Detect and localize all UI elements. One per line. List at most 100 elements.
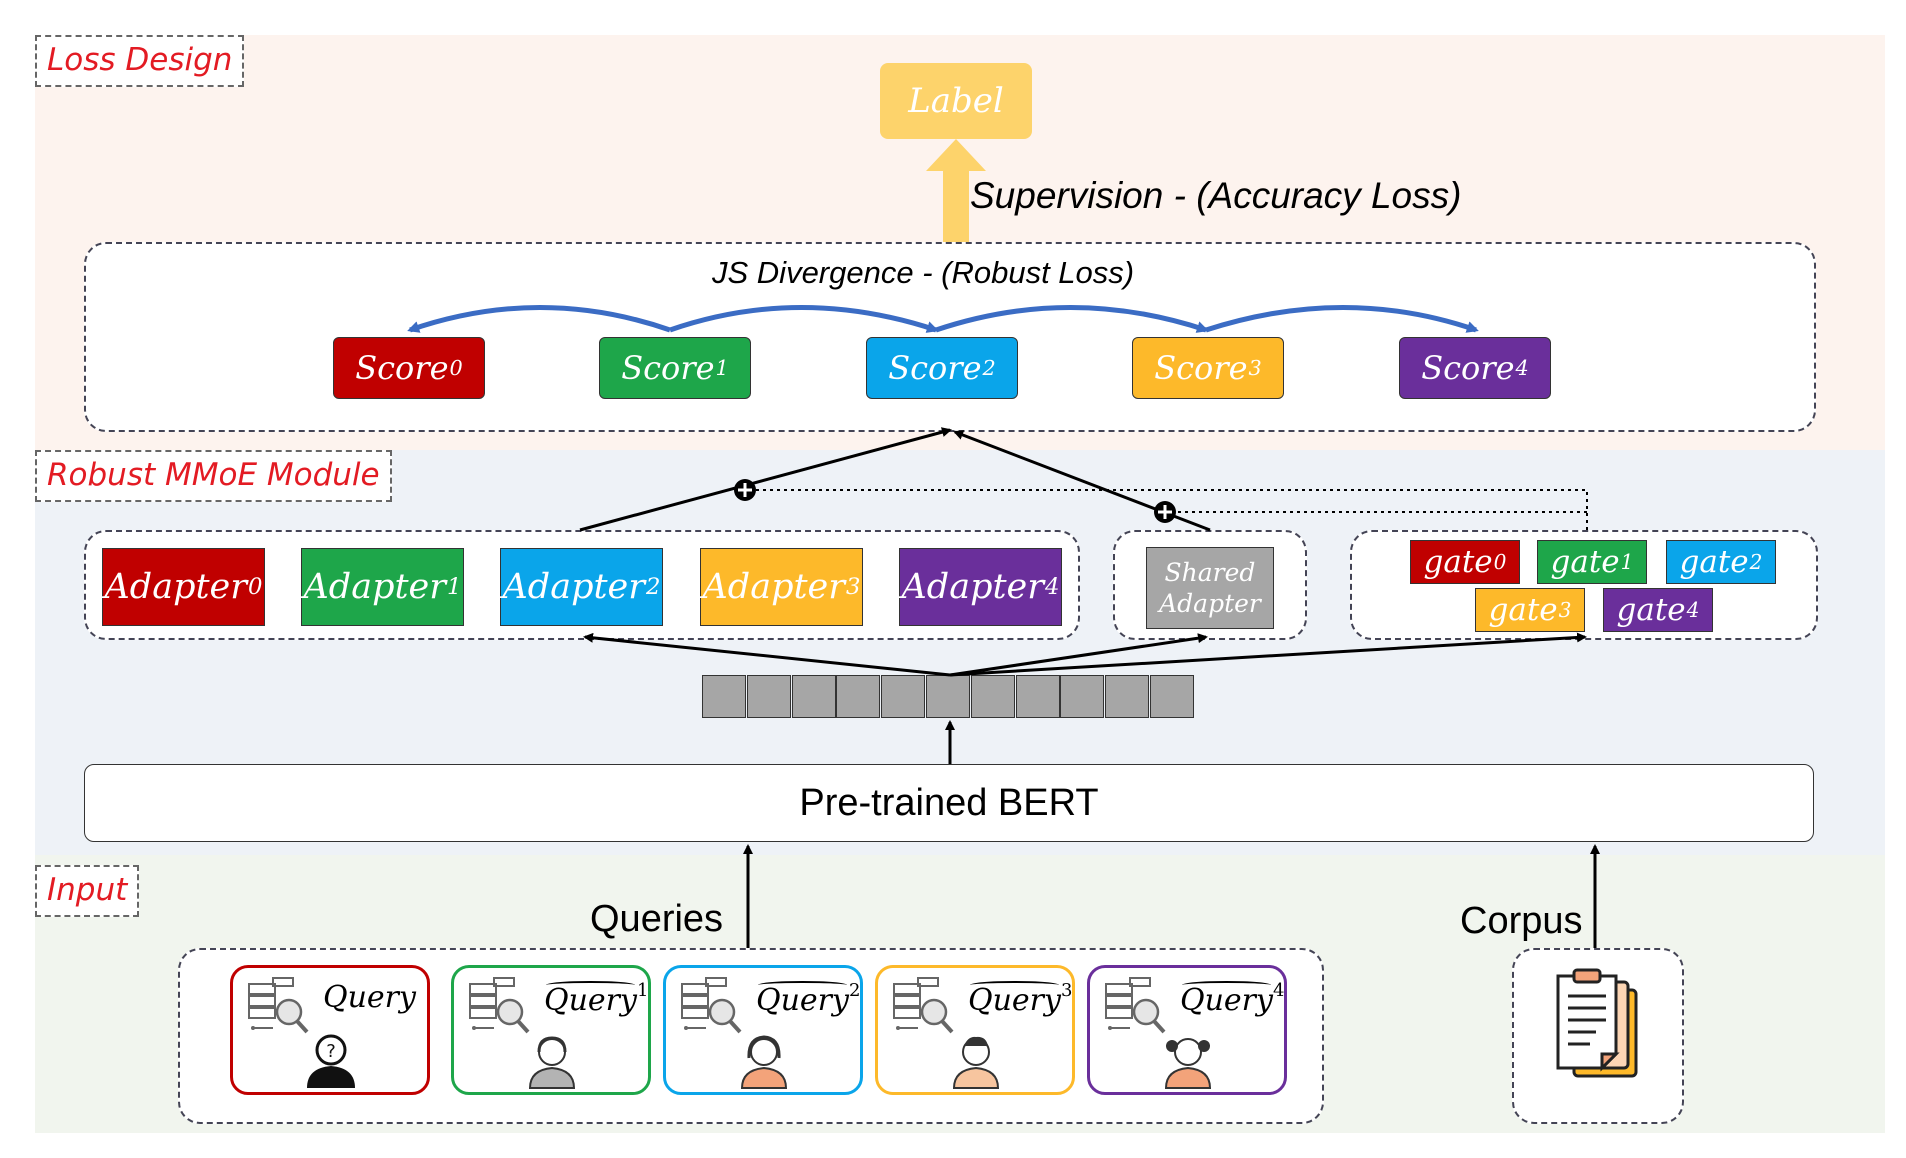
label-box: Label xyxy=(880,63,1032,139)
supervision-arrow-shaft xyxy=(943,170,969,242)
woman-icon xyxy=(740,1035,788,1089)
score-box-3-subscript: 3 xyxy=(1248,356,1262,380)
elderly-man-icon xyxy=(528,1036,576,1089)
shared-adapter-line2: Adapter xyxy=(1159,589,1261,618)
query-label-superscript: 4 xyxy=(1272,980,1285,1001)
embedding-cell xyxy=(1015,675,1060,718)
embedding-cell xyxy=(970,675,1015,718)
adapter-box-4-label: Adapter xyxy=(901,567,1044,607)
js-divergence-text: JS Divergence - (Robust Loss) xyxy=(712,255,1135,290)
query-label-0: Query xyxy=(323,980,416,1015)
query-label-text: Query xyxy=(968,981,1061,1019)
gate-box-0-label: gate xyxy=(1423,544,1493,580)
document-stack-icon xyxy=(1556,968,1638,1078)
adapter-box-1-subscript: 1 xyxy=(446,574,462,600)
adapter-box-3-label: Adapter xyxy=(702,567,845,607)
score-box-4-subscript: 4 xyxy=(1515,356,1529,380)
score-box-3-label: Score xyxy=(1154,349,1248,387)
query-card-4: Query4 xyxy=(1087,965,1287,1095)
section-label-input: Input xyxy=(35,865,140,917)
bert-box: Pre-trained BERT xyxy=(84,764,1814,842)
query-card-2: Query2 xyxy=(663,965,863,1095)
query-label-text: Query xyxy=(544,981,637,1019)
database-search-icon xyxy=(893,977,954,1034)
question-person-icon: ? xyxy=(307,1034,355,1088)
adapter-box-0-subscript: 0 xyxy=(247,574,263,600)
embedding-cell xyxy=(881,675,926,718)
gate-box-1-label: gate xyxy=(1550,544,1620,580)
section-label-loss-design: Loss Design xyxy=(35,35,245,87)
embedding-cell xyxy=(1105,675,1150,718)
query-label-4: Query4 xyxy=(1180,980,1284,1018)
gate-box-1-subscript: 1 xyxy=(1620,550,1634,574)
score-box-1-subscript: 1 xyxy=(715,356,729,380)
gate-box-4-label: gate xyxy=(1616,592,1686,628)
adapter-box-0-label: Adapter xyxy=(104,567,247,607)
svg-text:?: ? xyxy=(326,1041,336,1062)
corpus-label: Corpus xyxy=(1460,900,1583,942)
query-label-text: Query xyxy=(756,981,849,1019)
shared-adapter-line1: Shared xyxy=(1164,557,1256,587)
query-label-3: Query3 xyxy=(968,980,1072,1018)
supervision-arrow-head xyxy=(926,139,986,171)
gate-box-2-subscript: 2 xyxy=(1749,550,1763,574)
query-label-superscript: 1 xyxy=(636,980,649,1001)
gate-box-3-label: gate xyxy=(1488,592,1558,628)
embedding-cell xyxy=(702,675,746,718)
score-box-2-subscript: 2 xyxy=(982,356,996,380)
query-label-text: Query xyxy=(1180,981,1273,1019)
score-box-2-label: Score xyxy=(888,349,982,387)
adapter-box-4-subscript: 4 xyxy=(1044,574,1060,600)
embedding-cell xyxy=(926,675,970,718)
database-search-icon xyxy=(1105,977,1166,1034)
girl-icon xyxy=(1164,1038,1212,1089)
gate-box-2-label: gate xyxy=(1679,544,1749,580)
score-box-0-label: Score xyxy=(355,349,449,387)
query-card-1: Query1 xyxy=(451,965,651,1095)
supervision-text: Supervision - (Accuracy Loss) xyxy=(970,175,1462,216)
adapter-box-2-subscript: 2 xyxy=(645,574,661,600)
score-box-4-label: Score xyxy=(1421,349,1515,387)
query-card-3: Query3 xyxy=(875,965,1075,1095)
shared-adapter-box: Shared Adapter xyxy=(1146,547,1274,629)
section-label-mmoe: Robust MMoE Module xyxy=(35,450,392,502)
query-label-superscript: 3 xyxy=(1060,980,1073,1001)
query-card-0: Query? xyxy=(230,965,430,1095)
queries-label: Queries xyxy=(590,898,724,940)
embedding-cell xyxy=(791,675,836,718)
gate-box-0-subscript: 0 xyxy=(1493,550,1507,574)
man-icon xyxy=(952,1036,1000,1089)
database-search-icon xyxy=(469,977,530,1034)
query-label-1: Query1 xyxy=(544,980,648,1018)
query-label-superscript: 2 xyxy=(848,980,861,1001)
embedding-cell xyxy=(836,675,881,718)
adapter-box-3-subscript: 3 xyxy=(845,574,861,600)
query-label-2: Query2 xyxy=(756,980,860,1018)
query-label-text: Query xyxy=(323,980,416,1015)
database-search-icon xyxy=(681,977,742,1034)
embedding-cell xyxy=(1150,675,1194,718)
adapter-box-1-label: Adapter xyxy=(303,567,446,607)
embedding-cell xyxy=(746,675,791,718)
adapter-box-2-label: Adapter xyxy=(502,567,645,607)
score-box-0-subscript: 0 xyxy=(449,356,463,380)
embedding-cell xyxy=(1060,675,1105,718)
gate-box-4-subscript: 4 xyxy=(1686,598,1700,622)
gate-box-3-subscript: 3 xyxy=(1558,598,1572,622)
score-box-1-label: Score xyxy=(621,349,715,387)
